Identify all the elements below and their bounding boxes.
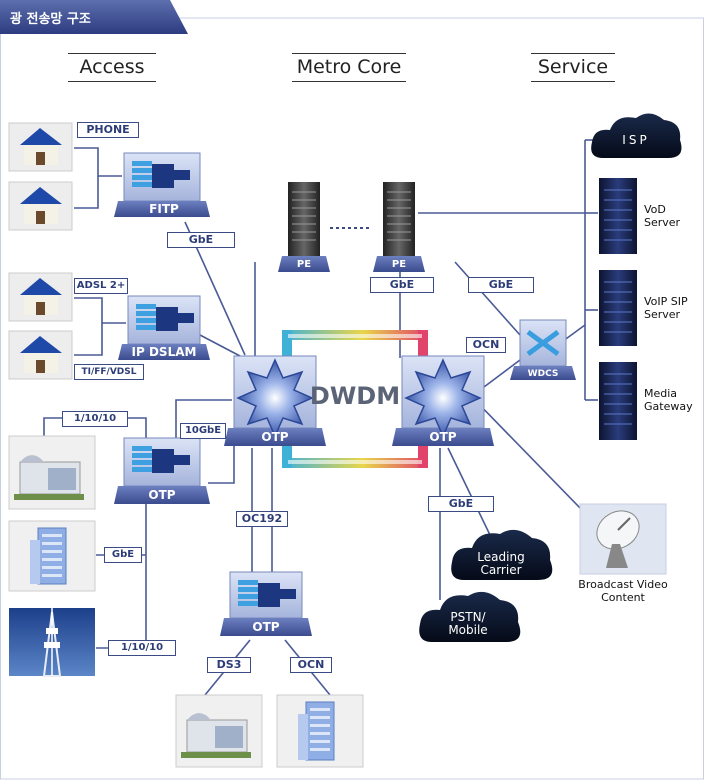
apartment-building-icon xyxy=(8,520,96,592)
broadcast-label: Broadcast Video Content xyxy=(578,578,668,604)
pe-right-server xyxy=(373,182,425,272)
fitp-label: FITP xyxy=(149,202,179,216)
satellite-dish-icon xyxy=(579,503,667,575)
house-icon xyxy=(8,330,73,380)
isp-cloud xyxy=(591,113,682,158)
house-icon xyxy=(8,122,73,172)
office-building-icon xyxy=(175,694,263,768)
gbe-pe-label: GbE xyxy=(370,277,434,293)
phone-label: PHONE xyxy=(77,122,139,138)
dwdm-label: DWDM xyxy=(310,382,400,410)
oc192-label: OC192 xyxy=(236,511,288,527)
otp-left-node xyxy=(224,355,326,446)
wdcs-node xyxy=(510,319,576,380)
otp-right-node xyxy=(392,355,494,446)
ten-gbe-label: 10GbE xyxy=(180,423,226,439)
rate-bottom-label: 1/10/10 xyxy=(108,640,176,656)
isp-label: ISP xyxy=(622,133,650,147)
fitp-node xyxy=(114,152,210,217)
leading-carrier-label: Leading Carrier xyxy=(477,550,525,577)
house-icon xyxy=(8,181,73,231)
otp-access-label: OTP xyxy=(148,488,176,502)
star-router-icon xyxy=(236,358,314,438)
pe-left-server xyxy=(278,182,330,272)
tiffvdsl-label: TI/FF/VDSL xyxy=(74,364,144,380)
crossconnect-icon xyxy=(526,329,560,357)
house-icon xyxy=(8,272,73,322)
otp-access-node xyxy=(114,437,210,504)
media-gateway-label: Media Gateway xyxy=(644,387,693,413)
voip-label: VoIP SIP Server xyxy=(644,295,688,321)
voip-server xyxy=(599,270,637,346)
pstn-cloud xyxy=(419,591,521,642)
ip-dslam-label: IP DSLAM xyxy=(131,345,197,359)
vod-label: VoD Server xyxy=(644,203,681,229)
gbe-fitp-label: GbE xyxy=(167,232,235,248)
adsl-label: ADSL 2+ xyxy=(74,278,128,294)
ip-dslam-node xyxy=(118,295,210,360)
title-tab-area: 광 전송망 구조 xyxy=(0,0,188,34)
star-router-icon xyxy=(404,358,482,438)
gbe-carrier-label: GbE xyxy=(428,496,494,512)
splitter-icon xyxy=(132,161,190,188)
metro-core-column-header: Metro Core xyxy=(292,53,406,82)
access-column-header: Access xyxy=(68,53,156,82)
ds3-label: DS3 xyxy=(207,657,251,673)
ocn-wdcs-label: OCN xyxy=(466,337,506,353)
gbe-wdcs-label: GbE xyxy=(468,277,534,293)
otp-right-label: OTP xyxy=(429,430,457,444)
otp-bottom-label: OTP xyxy=(252,620,280,634)
media-gateway-server xyxy=(599,362,637,440)
gbe-access-label: GbE xyxy=(104,547,142,563)
rate-top-label: 1/10/10 xyxy=(62,411,128,427)
apartment-building-icon xyxy=(276,694,364,768)
page-title: 광 전송망 구조 xyxy=(10,12,91,27)
office-building-icon xyxy=(8,435,96,510)
pe-right-label: PE xyxy=(391,259,407,270)
vod-server xyxy=(599,178,637,254)
ocn-bottom-label: OCN xyxy=(290,657,332,673)
otp-left-label: OTP xyxy=(261,430,289,444)
service-column-header: Service xyxy=(531,53,615,82)
leading-carrier-cloud xyxy=(451,529,553,580)
pstn-label: PSTN/ Mobile xyxy=(448,610,488,637)
wdcs-label: WDCS xyxy=(527,369,559,379)
cell-tower-icon xyxy=(9,608,95,677)
otp-bottom-node xyxy=(220,571,312,636)
title-tab xyxy=(0,0,188,34)
pe-left-label: PE xyxy=(296,259,312,270)
